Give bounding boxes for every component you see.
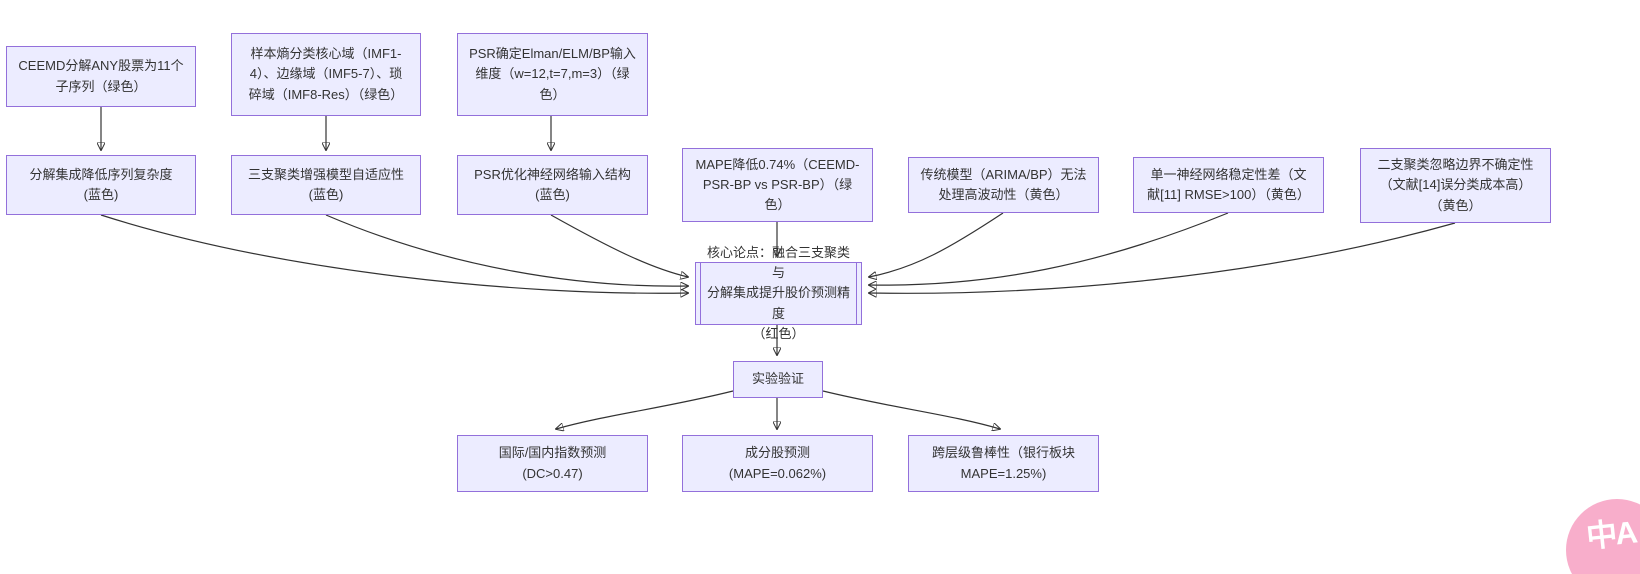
node-experimental-verification: 实验验证	[733, 361, 823, 398]
node-single-nn-instability: 单一神经网络稳定性差（文 献[11] RMSE>100）（黄色）	[1133, 157, 1324, 213]
node-mape-reduction: MAPE降低0.74%（CEEMD- PSR-BP vs PSR-BP）（绿 色…	[682, 148, 873, 222]
node-psr-input-dimension: PSR确定Elman/ELM/BP输入 维度（w=12,t=7,m=3）（绿 色…	[457, 33, 648, 116]
edge-singlenn-core	[869, 212, 1229, 285]
edge-verify-robustness	[822, 390, 1000, 429]
node-ceemd-decomposition: CEEMD分解ANY股票为11个 子序列（绿色）	[6, 46, 196, 107]
edge-threeway-core	[325, 214, 688, 286]
translate-badge-button[interactable]: 中A	[1566, 499, 1640, 574]
node-decomposition-benefit: 分解集成降低序列复杂度 (蓝色)	[6, 155, 196, 215]
edge-verify-indexpred	[556, 390, 734, 429]
node-sample-entropy: 样本熵分类核心域（IMF1- 4）、边缘域（IMF5-7）、琐 碎域（IMF8-…	[231, 33, 421, 116]
edge-traditional-core	[869, 212, 1004, 277]
edge-psropt-core	[550, 214, 688, 277]
node-index-prediction: 国际/国内指数预测 (DC>0.47)	[457, 435, 648, 492]
node-traditional-models: 传统模型（ARIMA/BP）无法 处理高波动性（黄色）	[908, 157, 1099, 213]
edge-decomp-core	[100, 214, 688, 293]
node-cross-level-robustness: 跨层级鲁棒性（银行板块 MAPE=1.25%)	[908, 435, 1099, 492]
node-three-way-clustering: 三支聚类增强模型自适应性 (蓝色)	[231, 155, 421, 215]
node-two-way-clustering: 二支聚类忽略边界不确定性 （文献[14]误分类成本高） （黄色）	[1360, 148, 1551, 223]
edge-twoway-core	[869, 222, 1456, 293]
node-component-stock-prediction: 成分股预测 (MAPE=0.062%)	[682, 435, 873, 492]
node-psr-optimization: PSR优化神经网络输入结构 (蓝色)	[457, 155, 648, 215]
node-core-thesis: 核心论点：融合三支聚类与 分解集成提升股价预测精度 （红色）	[695, 245, 862, 341]
translate-icon: 中A	[1584, 514, 1638, 555]
